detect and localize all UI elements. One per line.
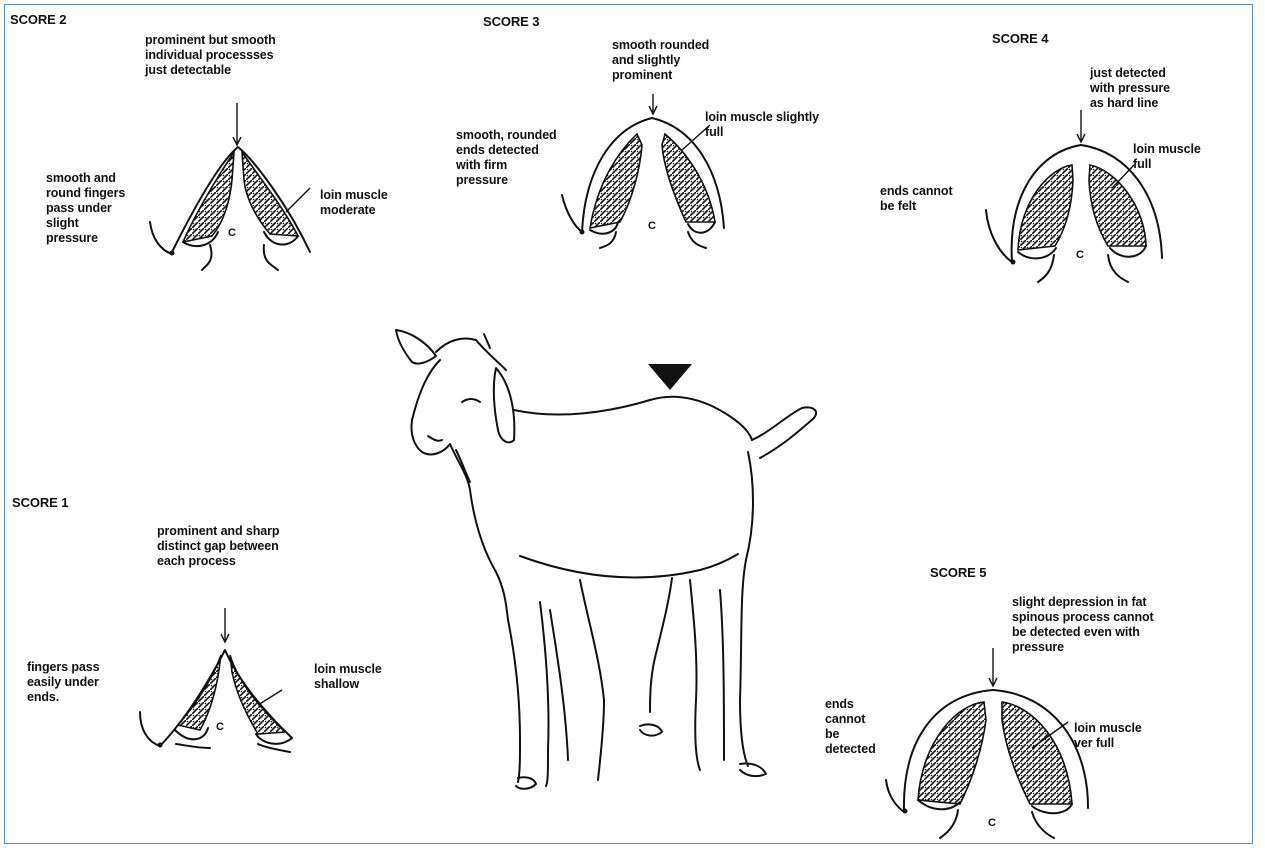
score-2-c-label: C: [228, 227, 236, 239]
score-4-c-label: C: [1076, 249, 1084, 261]
goat-illustration: [396, 330, 816, 789]
score-3-cross-section: C: [562, 94, 724, 248]
score-1-cross-section: C: [140, 608, 292, 752]
score-5-c-label: C: [988, 817, 996, 829]
score-2-cross-section: C: [150, 103, 310, 270]
score-4-cross-section: C: [986, 110, 1162, 282]
score-5-cross-section: C: [886, 648, 1088, 838]
score-1-c-label: C: [216, 721, 224, 733]
score-3-c-label: C: [648, 220, 656, 232]
palpation-point-arrow-icon: [648, 364, 692, 390]
